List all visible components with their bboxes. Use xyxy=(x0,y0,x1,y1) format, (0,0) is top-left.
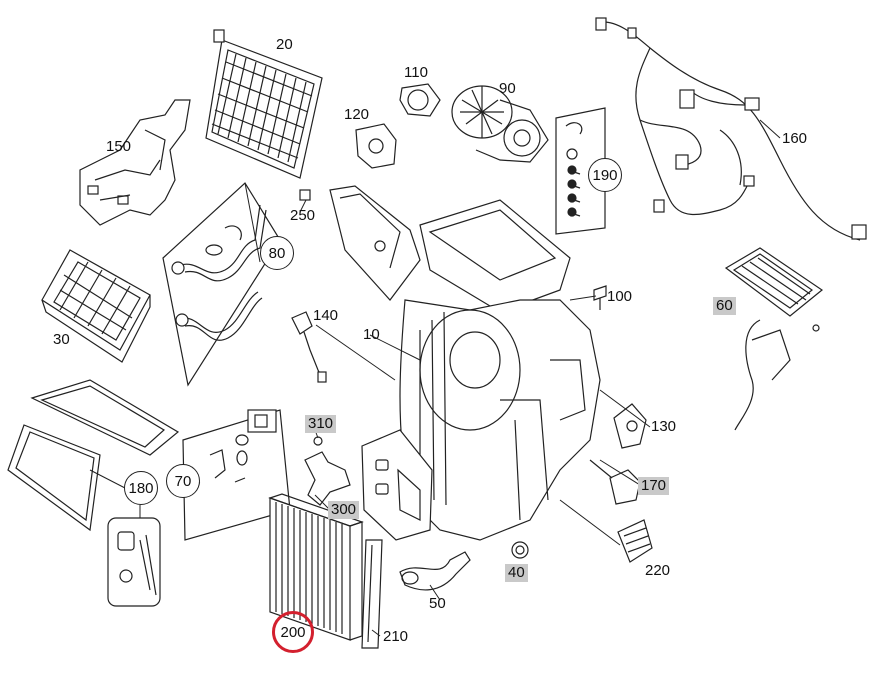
part-120-drawing xyxy=(355,123,397,169)
part-callout-80[interactable]: 80 xyxy=(260,236,294,270)
part-150-drawing xyxy=(79,99,191,226)
part-label-10[interactable]: 10 xyxy=(363,326,380,343)
part-250-drawing xyxy=(299,189,311,201)
part-callout-180[interactable]: 180 xyxy=(124,471,158,505)
part-220-drawing xyxy=(617,519,653,563)
selected-part-callout-200[interactable]: 200 xyxy=(272,611,314,653)
part-140-drawing xyxy=(291,311,327,383)
part-callout-190[interactable]: 190 xyxy=(588,158,622,192)
part-label-170[interactable]: 170 xyxy=(638,477,670,495)
part-callout-70[interactable]: 70 xyxy=(166,464,200,498)
part-190-drawing xyxy=(555,107,606,235)
part-180-drawing xyxy=(7,379,180,607)
part-label-20[interactable]: 20 xyxy=(276,36,293,53)
part-90-drawing xyxy=(451,85,549,163)
part-label-80: 80 xyxy=(268,244,286,262)
part-label-190: 190 xyxy=(592,166,618,184)
part-80-drawing xyxy=(162,182,281,387)
part-label-40[interactable]: 40 xyxy=(505,564,528,582)
part-label-210[interactable]: 210 xyxy=(383,628,409,645)
part-300-drawing xyxy=(304,436,351,506)
part-label-150[interactable]: 150 xyxy=(106,138,132,155)
part-20-drawing xyxy=(205,29,323,179)
part-50-drawing xyxy=(399,551,471,591)
part-label-120[interactable]: 120 xyxy=(344,106,370,123)
part-label-110[interactable]: 110 xyxy=(404,64,428,81)
part-label-60[interactable]: 60 xyxy=(713,297,736,315)
part-110-drawing xyxy=(399,83,441,117)
part-label-130[interactable]: 130 xyxy=(651,418,677,435)
part-60-drawing xyxy=(724,247,824,431)
part-130-drawing xyxy=(613,403,647,449)
part-label-250[interactable]: 250 xyxy=(290,207,316,224)
part-label-70: 70 xyxy=(174,472,192,490)
part-40-drawing xyxy=(511,541,529,559)
part-label-90[interactable]: 90 xyxy=(499,80,516,97)
part-170-drawing xyxy=(589,459,641,505)
part-160-drawing xyxy=(595,17,867,241)
part-label-310[interactable]: 310 xyxy=(305,415,337,433)
part-label-220[interactable]: 220 xyxy=(645,562,671,579)
part-label-160[interactable]: 160 xyxy=(782,130,808,147)
part-label-100[interactable]: 100 xyxy=(607,288,633,305)
part-10-drawing xyxy=(329,185,601,541)
part-100-drawing xyxy=(593,285,607,310)
part-label-50[interactable]: 50 xyxy=(429,595,446,612)
part-200-drawing xyxy=(268,493,364,641)
part-label-200: 200 xyxy=(280,623,306,641)
part-label-180: 180 xyxy=(128,479,154,497)
leader-lines xyxy=(89,119,781,637)
part-30-drawing xyxy=(41,249,151,363)
part-label-30[interactable]: 30 xyxy=(53,331,70,348)
part-label-140[interactable]: 140 xyxy=(313,307,339,324)
part-210-drawing xyxy=(361,539,383,649)
part-label-300[interactable]: 300 xyxy=(328,501,360,519)
